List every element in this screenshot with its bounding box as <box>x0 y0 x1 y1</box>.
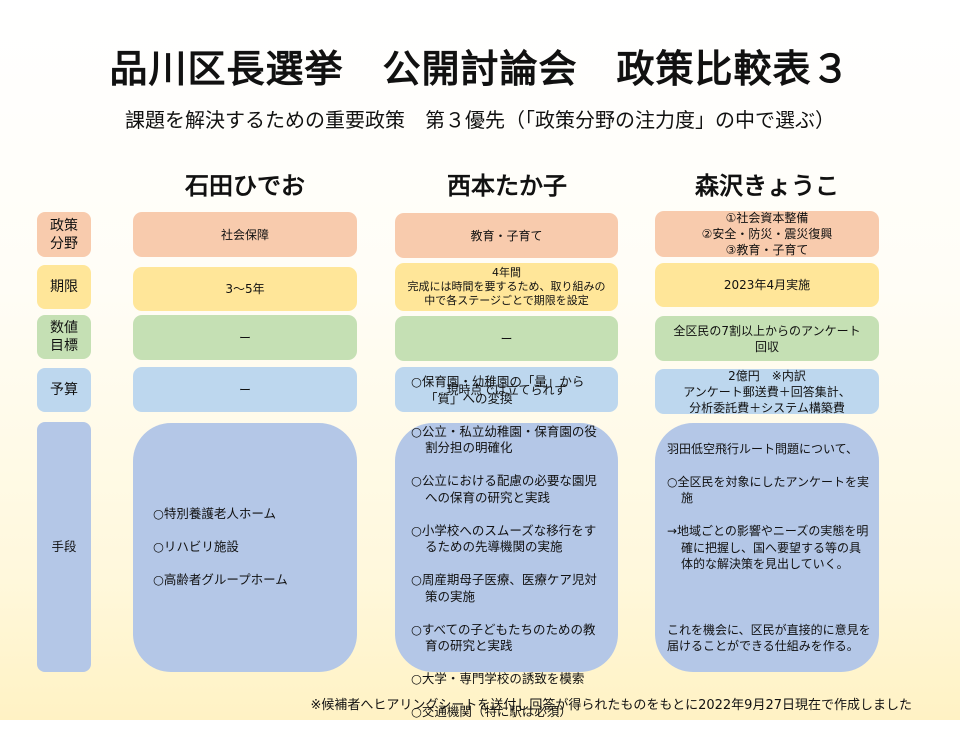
deadline-cell: 2023年4月実施 <box>655 263 879 307</box>
row-label-deadline: 期限 <box>37 265 91 309</box>
means-cell-nishimoto: ○保育園・幼稚園の「量」から「質」への変換 ○公立・私立幼稚園・保育園の役割分担… <box>395 374 618 719</box>
policy-cell: ①社会資本整備 ②安全・防災・震災復興 ③教育・子育て <box>655 211 879 257</box>
means-list: 羽田低空飛行ルート問題について、 ○全区民を対象にしたアンケートを実施 →地域ご… <box>667 424 871 671</box>
budget-cell: ー <box>133 367 357 412</box>
target-cell: 全区民の7割以上からのアンケート 回収 <box>655 316 879 361</box>
means-item: ○大学・専門学校の誘致を模索 <box>411 671 585 687</box>
means-spacer <box>667 589 871 605</box>
policy-cell: 教育・子育て <box>395 213 618 258</box>
means-item: ○小学校へのスムーズな移行をするための先導機関の実施 <box>411 522 597 555</box>
page-title: 品川区長選挙 公開討論会 政策比較表３ <box>109 47 851 91</box>
means-list: ○保育園・幼稚園の「量」から「質」への変換 ○公立・私立幼稚園・保育園の役割分担… <box>411 358 608 737</box>
means-item: ○公立における配慮の必要な園児への保育の研究と実践 <box>411 473 597 505</box>
candidate-name-morisawa: 森沢きょうこ <box>695 172 839 200</box>
row-label-target: 数値 目標 <box>37 315 91 359</box>
means-item: ○リハビリ施設 <box>153 539 239 555</box>
deadline-cell: 4年間 完成には時間を要するため、取り組みの 中で各ステージごとで期限を設定 <box>395 263 618 311</box>
row-label-budget: 予算 <box>37 368 91 412</box>
candidate-name-ishida: 石田ひでお <box>185 172 305 200</box>
policy-cell: 社会保障 <box>133 212 357 257</box>
row-label-means: 手段 <box>37 422 91 672</box>
means-cell-morisawa: 羽田低空飛行ルート問題について、 ○全区民を対象にしたアンケートを実施 →地域ご… <box>655 423 879 672</box>
footnote: ※候補者へヒアリングシートを送付し回答が得られたものをもとに2022年9月27日… <box>310 698 912 713</box>
page-subtitle: 課題を解決するための重要政策 第３優先（「政策分野の注力度」の中で選ぶ） <box>125 108 835 132</box>
means-item: ○全区民を対象にしたアンケートを実施 <box>667 474 869 506</box>
candidate-name-nishimoto: 西本たか子 <box>447 172 567 200</box>
row-label-policy: 政策 分野 <box>37 212 91 257</box>
means-item: →地域ごとの影響やニーズの実態を明確に把握し、国へ要望する等の具体的な解決策を見… <box>667 524 869 571</box>
budget-cell: 現時点では立てられず <box>395 367 618 412</box>
target-cell: ー <box>395 316 618 361</box>
means-item: これを機会に、区民が直接的に意見を届けることができる仕組みを作る。 <box>667 622 871 654</box>
deadline-cell: 3～5年 <box>133 267 357 311</box>
means-item: ○保育園・幼稚園の「量」から「質」への変換 <box>411 374 585 406</box>
means-list: ○特別養護老人ホーム ○リハビリ施設 ○高齢者グループホーム <box>153 490 288 606</box>
means-item: ○公立・私立幼稚園・保育園の役割分担の明確化 <box>411 423 597 456</box>
target-cell: ー <box>133 315 357 360</box>
means-item: 羽田低空飛行ルート問題について、 <box>667 441 859 456</box>
means-item: ○高齢者グループホーム <box>153 572 288 588</box>
means-item: ○交通機関（特に駅は必須） <box>411 704 572 720</box>
means-item: ○特別養護老人ホーム <box>153 506 277 522</box>
means-item: ○周産期母子医療、医療ケア児対策の実施 <box>411 572 597 604</box>
means-item: ○すべての子どもたちのための教育の研究と実践 <box>411 621 596 654</box>
budget-cell: 2億円 ※内訳 アンケート郵送費＋回答集計、 分析委託費＋システム構築費 <box>655 369 879 415</box>
means-cell-ishida: ○特別養護老人ホーム ○リハビリ施設 ○高齢者グループホーム <box>133 423 357 672</box>
